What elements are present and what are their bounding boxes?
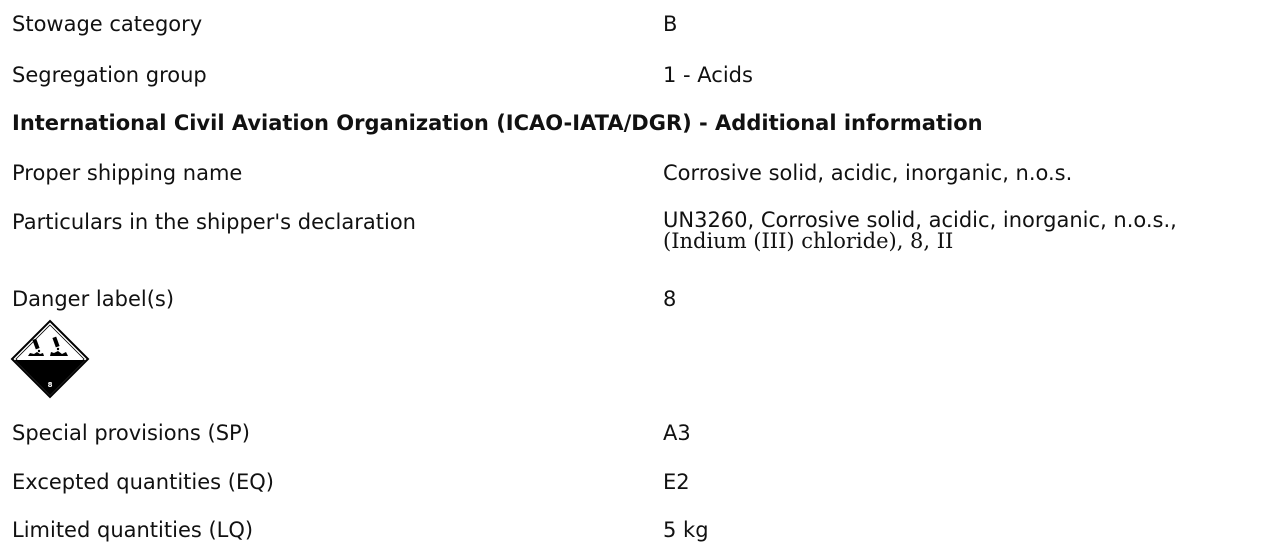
icao-section-heading: International Civil Aviation Organizatio… [12,111,983,135]
row-particulars-declaration: Particulars in the shipper's declaration… [12,210,1268,252]
danger-labels-value: 8 [663,287,677,311]
particulars-declaration-label: Particulars in the shipper's declaration [12,210,416,234]
row-excepted-quantities: Excepted quantities (EQ) E2 [12,470,1268,495]
row-stowage-category: Stowage category B [12,12,1268,37]
row-danger-labels: Danger label(s) 8 [12,287,1268,312]
segregation-group-label: Segregation group [12,63,207,87]
row-special-provisions: Special provisions (SP) A3 [12,421,1268,446]
row-limited-quantities: Limited quantities (LQ) 5 kg [12,518,1268,543]
corrosive-class-8-icon: 8 [10,319,90,399]
particulars-value-line-2: (Indium (III) chloride), 8, II [663,229,954,253]
special-provisions-label: Special provisions (SP) [12,421,250,445]
excepted-quantities-value: E2 [663,470,690,494]
danger-labels-label: Danger label(s) [12,287,175,311]
proper-shipping-name-label: Proper shipping name [12,161,243,185]
particulars-declaration-value: UN3260, Corrosive solid, acidic, inorgan… [663,210,1268,252]
proper-shipping-name-value: Corrosive solid, acidic, inorganic, n.o.… [663,161,1073,185]
special-provisions-value: A3 [663,421,691,445]
row-proper-shipping-name: Proper shipping name Corrosive solid, ac… [12,161,1268,186]
stowage-category-value: B [663,12,678,36]
row-segregation-group: Segregation group 1 - Acids [12,63,1268,88]
segregation-group-value: 1 - Acids [663,63,753,87]
excepted-quantities-label: Excepted quantities (EQ) [12,470,274,494]
limited-quantities-value: 5 kg [663,518,709,542]
limited-quantities-label: Limited quantities (LQ) [12,518,254,542]
pictogram-class-number: 8 [48,381,53,389]
stowage-category-label: Stowage category [12,12,203,36]
particulars-value-line-1: UN3260, Corrosive solid, acidic, inorgan… [663,208,1177,232]
